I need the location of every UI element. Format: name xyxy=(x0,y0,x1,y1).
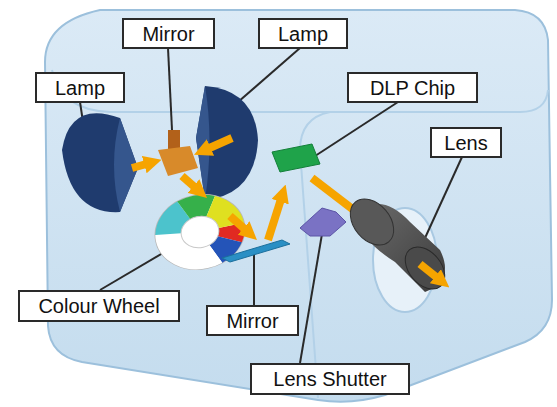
wheel-segment xyxy=(163,200,237,265)
part-name: Lamp xyxy=(278,24,328,44)
callout-box: Lamp xyxy=(258,18,348,49)
light-arrow xyxy=(132,163,150,168)
part-name: Colour Wheel xyxy=(38,296,159,316)
callout-box: Lens Shutter xyxy=(250,363,410,395)
leader-line xyxy=(100,250,168,290)
callout-box: Mirror xyxy=(122,18,215,49)
wheel-hub xyxy=(178,213,222,251)
mirror-top xyxy=(158,130,198,176)
leader-line xyxy=(238,48,300,102)
light-path xyxy=(132,138,372,240)
wheel-segment xyxy=(163,200,237,265)
wheel-rim xyxy=(148,187,251,278)
projector-housing xyxy=(45,10,552,402)
lens-front xyxy=(397,239,452,296)
leader-line xyxy=(253,252,255,305)
part-name: Mirror xyxy=(226,311,278,331)
leader-line xyxy=(425,157,462,238)
mirror-lower xyxy=(222,240,290,262)
wheel-segment xyxy=(163,200,237,265)
light-arrow xyxy=(268,196,282,240)
lamp-reflector xyxy=(62,113,138,212)
light-arrow xyxy=(230,216,248,232)
lens-shutter xyxy=(300,208,346,236)
wheel-segment xyxy=(163,200,237,265)
part-name: Lens xyxy=(444,133,487,153)
leader-line xyxy=(312,102,398,158)
lamp-face xyxy=(196,86,210,200)
leader-line xyxy=(168,48,172,130)
part-name: Lens Shutter xyxy=(273,369,386,389)
light-arrow xyxy=(182,176,198,190)
callout-box: DLP Chip xyxy=(347,72,478,103)
lamp-right xyxy=(196,86,258,200)
dlp-chip xyxy=(272,144,320,172)
wheel-segment xyxy=(163,200,237,265)
light-arrow xyxy=(205,138,232,150)
callout-box: Lens xyxy=(430,127,502,158)
part-name: Mirror xyxy=(142,24,194,44)
projection-lens xyxy=(341,191,452,297)
colour-wheel xyxy=(148,187,251,278)
callout-box: Lamp xyxy=(35,72,125,103)
wheel-segment xyxy=(163,200,237,265)
lamp-reflector xyxy=(196,86,258,200)
light-arrow xyxy=(420,264,440,280)
leader-line xyxy=(300,234,322,363)
callout-box: Mirror xyxy=(206,305,299,336)
mirror-plate xyxy=(158,146,198,176)
callout-box: Colour Wheel xyxy=(18,290,180,322)
lamp-left xyxy=(62,113,138,212)
housing-top-edge xyxy=(52,70,548,112)
part-name: DLP Chip xyxy=(370,78,455,98)
lens-rear xyxy=(341,191,402,254)
part-name: Lamp xyxy=(55,78,105,98)
